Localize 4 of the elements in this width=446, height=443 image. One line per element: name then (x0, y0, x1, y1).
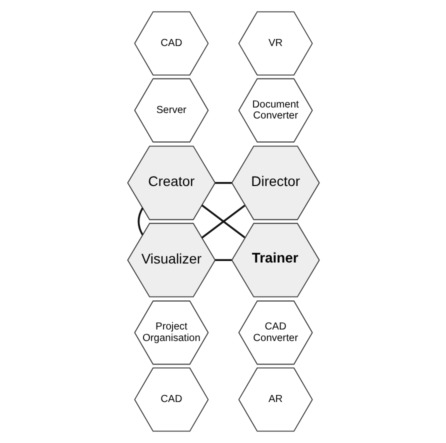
connector (214, 259, 232, 262)
connector (214, 182, 232, 184)
connector (137, 208, 143, 236)
connector (200, 204, 245, 238)
